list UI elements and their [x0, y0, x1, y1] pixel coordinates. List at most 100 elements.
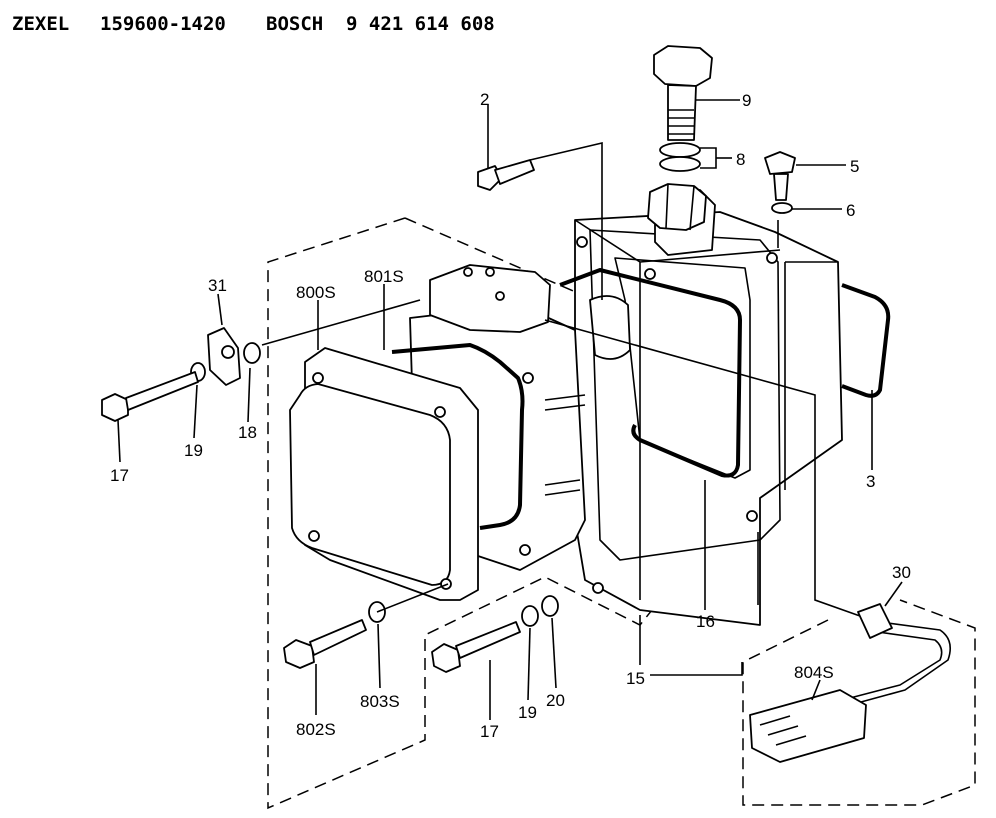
- main-group-outline: [267, 217, 661, 810]
- boss: [589, 295, 631, 360]
- connector-harness: [749, 603, 951, 763]
- leader-20: [551, 617, 557, 689]
- connector-804S: [749, 689, 867, 763]
- flange-plate: [589, 229, 781, 561]
- callout-19-lower: 19: [518, 703, 537, 722]
- leader-2-axis: [529, 141, 603, 300]
- screw-2: [477, 159, 535, 191]
- callout-20: 20: [546, 691, 565, 710]
- cover-hole: [522, 372, 534, 384]
- callout-6: 6: [846, 201, 855, 220]
- maker-label: ZEXEL: [12, 13, 69, 35]
- leader-bolt-axis-lower: [376, 583, 449, 613]
- callout-31: 31: [208, 276, 227, 295]
- screw-5: [764, 151, 796, 201]
- leader-bolt-axis-upper: [261, 299, 421, 346]
- washer-8-bottom: [659, 156, 701, 172]
- leader-shaft-axis: [544, 319, 861, 617]
- screw-shank: [494, 159, 535, 185]
- callout-8: 8: [736, 150, 745, 169]
- harness-cable: [849, 621, 951, 706]
- bolt-head: [101, 393, 129, 422]
- gasket-16: [559, 268, 742, 478]
- callout-3: 3: [866, 472, 875, 491]
- callout-19-upper: 19: [184, 441, 203, 460]
- bolt-head: [653, 45, 713, 87]
- leader-8: [700, 147, 717, 169]
- connector-clip-30: [857, 603, 893, 639]
- cover-hole: [312, 372, 324, 384]
- flange-hole: [592, 582, 604, 594]
- cover-hole: [519, 544, 531, 556]
- bolt-shank: [309, 619, 367, 656]
- callout-801S: 801S: [364, 267, 404, 286]
- cover-800S: [289, 347, 479, 601]
- gasket-3: [841, 283, 891, 398]
- housing-body: [574, 211, 843, 626]
- zexel-part-number: 159600-1420: [100, 13, 226, 35]
- harness-cable-inner: [849, 631, 943, 699]
- brand-label: BOSCH: [266, 13, 323, 35]
- housing-top-edge: [574, 219, 781, 600]
- gasket-801S: [391, 343, 525, 530]
- clamp-hole: [221, 345, 235, 359]
- bosch-part-number: 9 421 614 608: [346, 13, 495, 35]
- housing-side-face: [784, 261, 838, 490]
- leader-19-lower: [527, 627, 531, 701]
- leader-17-upper: [117, 419, 121, 463]
- bolt-17-lower: [431, 621, 521, 673]
- flange-hole: [644, 268, 656, 280]
- flange-hole: [766, 252, 778, 264]
- banjo-bolt-9: [653, 45, 713, 141]
- cover-top-plate: [429, 264, 551, 333]
- leader-18: [247, 367, 251, 423]
- washer-18: [243, 342, 261, 364]
- nut-face: [665, 183, 695, 231]
- bolt-shank: [125, 371, 199, 411]
- washer-8-top: [659, 142, 701, 158]
- screw-shank: [773, 173, 789, 201]
- screw-head: [764, 151, 796, 175]
- header: ZEXEL 159600-1420 BOSCH 9 421 614 608: [12, 13, 495, 35]
- callout-16: 16: [696, 612, 715, 631]
- leader-31: [217, 293, 223, 326]
- callout-802S: 802S: [296, 720, 336, 739]
- fitting-nut: [647, 183, 707, 231]
- bolt-head: [283, 639, 315, 669]
- cover-top-hole: [495, 291, 505, 301]
- cover-top-hole: [463, 267, 473, 277]
- callout-17-upper: 17: [110, 466, 129, 485]
- flange-hole: [576, 236, 588, 248]
- cover-rib: [544, 394, 586, 496]
- leader-30: [884, 581, 903, 607]
- callout-803S: 803S: [360, 692, 400, 711]
- callout-800S: 800S: [296, 283, 336, 302]
- callout-18: 18: [238, 423, 257, 442]
- cover-hole: [308, 530, 320, 542]
- leader-19-upper: [193, 384, 198, 439]
- bolt-thread: [668, 109, 694, 135]
- connector-group-outline: [742, 599, 976, 806]
- bolt-shank: [667, 84, 697, 141]
- clamp-31: [207, 327, 241, 386]
- leader-803S: [377, 623, 381, 689]
- bolt-802S: [283, 619, 367, 669]
- leader-15: [650, 662, 743, 676]
- callout-5: 5: [850, 157, 859, 176]
- leader-lines: [117, 99, 903, 720]
- washer-20: [541, 595, 559, 617]
- leader-804S: [811, 679, 821, 701]
- flange-hole: [746, 510, 758, 522]
- bolt-17-upper: [101, 371, 199, 422]
- callout-804S: 804S: [794, 663, 834, 682]
- callout-9: 9: [742, 91, 751, 110]
- callout-labels: 2 9 8 5 6 31 800S 801S 17 19 18 3 16 15 …: [110, 90, 911, 741]
- banjo-fitting: [647, 183, 716, 256]
- callout-2: 2: [480, 90, 489, 109]
- callout-17-lower: 17: [480, 722, 499, 741]
- washer-19-lower: [521, 605, 539, 627]
- connector-pins: [759, 715, 807, 746]
- cover-top-hole: [485, 267, 495, 277]
- callout-30: 30: [892, 563, 911, 582]
